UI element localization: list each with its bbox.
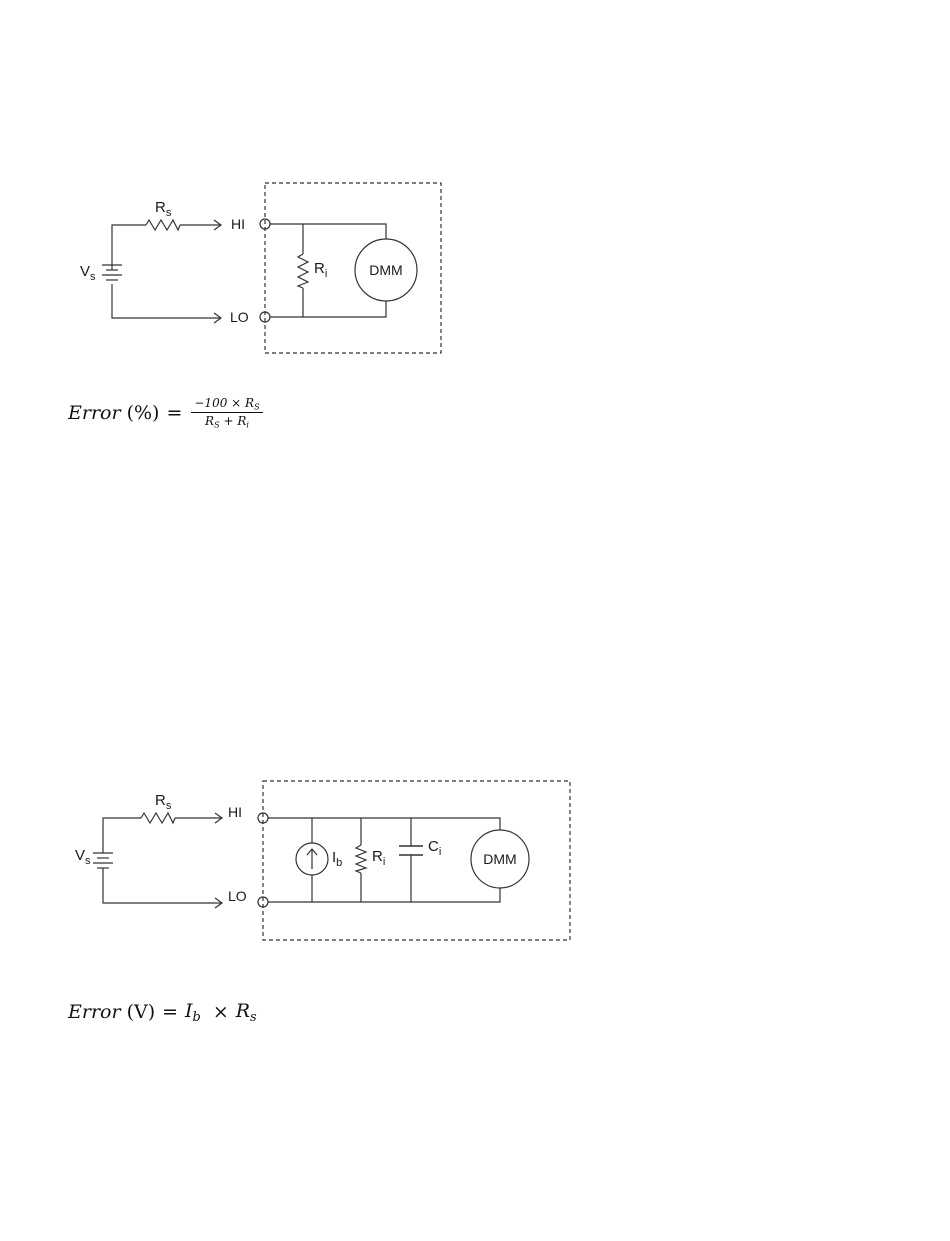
dmm-label-2: DMM: [483, 851, 516, 867]
lo-label-2: LO: [228, 888, 247, 904]
formula2-term-b: Rs: [236, 1000, 257, 1025]
formula-equals: =: [166, 402, 182, 424]
formula-lhs-unit: (%): [127, 402, 160, 424]
formula2-lhs: Error: [68, 1001, 121, 1023]
formula2-lhs-unit: (V): [127, 1001, 156, 1023]
voltage-source-label-2: Vs: [75, 847, 91, 867]
formula2-times: ×: [213, 1001, 229, 1023]
source-wires-2: [103, 813, 222, 908]
formula-numerator: −100 × RS: [191, 396, 262, 413]
current-source-icon: [296, 843, 328, 875]
circuit-diagram-2: Rs Vs HI LO Ib Ri Ci DMM: [0, 770, 950, 960]
error-voltage-formula: Error (V) = Ib × Rs: [68, 1000, 257, 1025]
formula2-equals: =: [162, 1001, 178, 1023]
source-resistor-label-2: Rs: [155, 792, 172, 812]
bias-current-label: Ib: [332, 849, 342, 869]
input-resistor-label: Ri: [314, 260, 327, 280]
formula-lhs: Error: [68, 402, 121, 424]
hi-label-2: HI: [228, 804, 242, 820]
source-resistor-label: Rs: [155, 199, 172, 219]
dmm-label: DMM: [369, 262, 402, 278]
circuit-diagram-1: Rs Vs HI LO Ri DMM: [0, 0, 950, 370]
input-resistor-2: [356, 845, 366, 873]
formula2-term-a: Ib: [185, 1000, 201, 1025]
capacitor-label: Ci: [428, 838, 441, 858]
source-wires: [112, 220, 221, 323]
source-resistor-2: [141, 813, 175, 823]
input-resistor: [298, 254, 308, 288]
hi-label: HI: [231, 216, 245, 232]
formula-denominator: RS + Ri: [202, 413, 252, 429]
formula-fraction: −100 × RS RS + Ri: [191, 396, 262, 430]
input-resistor-label-2: Ri: [372, 848, 385, 868]
voltage-source-label: Vs: [80, 263, 96, 283]
source-resistor: [146, 220, 180, 230]
battery-icon-2: [93, 853, 113, 868]
lo-label: LO: [230, 309, 249, 325]
error-percent-formula: Error (%) = −100 × RS RS + Ri: [68, 396, 263, 430]
capacitor-icon: [399, 846, 423, 855]
